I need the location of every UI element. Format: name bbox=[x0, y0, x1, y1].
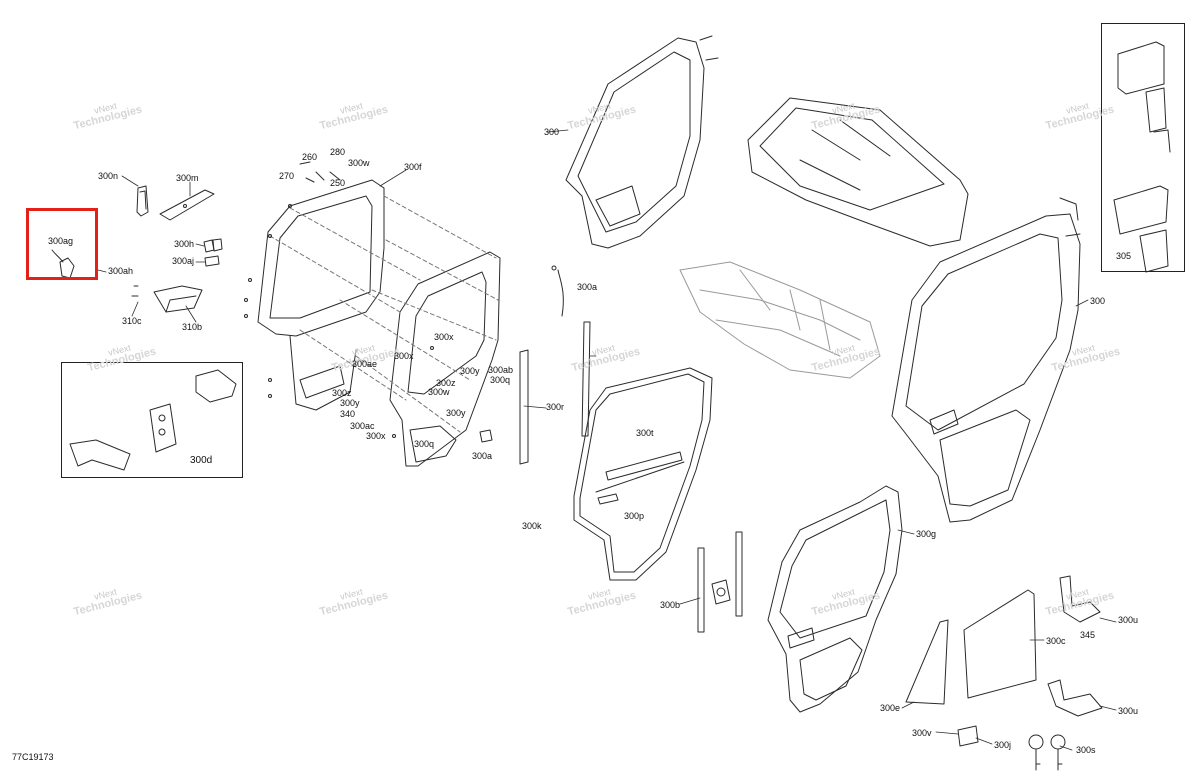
hinge-300u-upper-part bbox=[1059, 575, 1101, 623]
callout-300-right[interactable]: 300 bbox=[1090, 296, 1106, 306]
callout-300ac[interactable]: 300ac bbox=[350, 421, 375, 431]
callout-300z-2[interactable]: 300z bbox=[332, 388, 352, 398]
glass-channel-300t-part bbox=[595, 451, 685, 505]
clips-300h-part bbox=[203, 238, 223, 267]
door-frame-300f-part bbox=[257, 179, 501, 467]
callout-300p[interactable]: 300p bbox=[624, 511, 645, 521]
callout-260[interactable]: 260 bbox=[302, 152, 318, 162]
callout-300c[interactable]: 300c bbox=[1046, 636, 1066, 646]
hinge-300u-lower-part bbox=[1047, 679, 1103, 717]
callout-300w-2[interactable]: 300w bbox=[428, 387, 450, 397]
glass-300c-part bbox=[963, 589, 1037, 699]
callout-305[interactable]: 305 bbox=[1116, 251, 1132, 261]
door-frame-300g-part bbox=[767, 485, 903, 713]
callout-300y-3[interactable]: 300y bbox=[446, 408, 466, 418]
door-300-right-part bbox=[891, 197, 1081, 523]
callout-300u-2[interactable]: 300u bbox=[1118, 706, 1139, 716]
highlight-box-300ag[interactable] bbox=[26, 208, 98, 280]
callout-300t[interactable]: 300t bbox=[636, 428, 654, 438]
glass-300e-part bbox=[905, 619, 949, 705]
housing-310b-part bbox=[131, 285, 203, 313]
door-upper-300-part bbox=[565, 35, 719, 249]
window-seal-300k-part bbox=[573, 367, 713, 581]
handle-300j-part bbox=[957, 725, 979, 747]
callout-300a-top[interactable]: 300a bbox=[577, 282, 598, 292]
inset-box-300d bbox=[61, 362, 243, 478]
small-fasteners bbox=[244, 161, 434, 438]
wire-300a-part bbox=[551, 265, 564, 317]
callout-300a-2[interactable]: 300a bbox=[472, 451, 493, 461]
callout-300b[interactable]: 300b bbox=[660, 600, 681, 610]
bracket-300n-part bbox=[136, 185, 149, 217]
callout-300x-1[interactable]: 300x bbox=[434, 332, 454, 342]
callout-300d[interactable]: 300d bbox=[190, 455, 213, 466]
callout-300f[interactable]: 300f bbox=[404, 162, 422, 172]
callout-300u-1[interactable]: 300u bbox=[1118, 615, 1139, 625]
callout-300x-3[interactable]: 300x bbox=[366, 431, 386, 441]
clip-300ag-part bbox=[51, 249, 75, 279]
callout-270[interactable]: 270 bbox=[279, 171, 295, 181]
hinge-305-part bbox=[1113, 41, 1171, 273]
callout-300h[interactable]: 300h bbox=[174, 239, 195, 249]
chassis-frame-part bbox=[679, 261, 881, 379]
callout-300ab[interactable]: 300ab bbox=[488, 365, 514, 375]
callout-310b[interactable]: 310b bbox=[182, 322, 203, 332]
figure-id: 77C19173 bbox=[12, 752, 54, 762]
callout-300m[interactable]: 300m bbox=[176, 173, 199, 183]
callout-300-top[interactable]: 300 bbox=[544, 127, 560, 137]
callout-300y-2[interactable]: 300y bbox=[340, 398, 360, 408]
callout-300y-1[interactable]: 300y bbox=[460, 366, 480, 376]
callout-300k[interactable]: 300k bbox=[522, 521, 542, 531]
callout-300x-2[interactable]: 300x bbox=[394, 351, 414, 361]
callout-300s[interactable]: 300s bbox=[1076, 745, 1096, 755]
plate-300m-part bbox=[159, 189, 215, 221]
roof-panel-part bbox=[747, 97, 969, 247]
callout-300g[interactable]: 300g bbox=[916, 529, 937, 539]
callout-300w-top[interactable]: 300w bbox=[348, 158, 370, 168]
regulator-300b-part bbox=[697, 531, 743, 633]
callout-300q-2[interactable]: 300q bbox=[414, 439, 435, 449]
callout-300r[interactable]: 300r bbox=[546, 402, 565, 412]
callout-300n[interactable]: 300n bbox=[98, 171, 119, 181]
callout-280[interactable]: 280 bbox=[330, 147, 346, 157]
latch-300a-part bbox=[479, 429, 493, 443]
callout-300ag[interactable]: 300ag bbox=[48, 236, 74, 246]
callout-340[interactable]: 340 bbox=[340, 409, 356, 419]
callout-300z-1[interactable]: 300z bbox=[436, 378, 456, 388]
callout-300j[interactable]: 300j bbox=[994, 740, 1012, 750]
callout-300v[interactable]: 300v bbox=[912, 728, 932, 738]
callout-300ae[interactable]: 300ae bbox=[352, 359, 378, 369]
callout-310c[interactable]: 310c bbox=[122, 316, 142, 326]
callout-300q-1[interactable]: 300q bbox=[490, 375, 511, 385]
callout-250[interactable]: 250 bbox=[330, 178, 346, 188]
seal-300r-part bbox=[519, 321, 591, 465]
inset-box-305 bbox=[1101, 23, 1185, 272]
callout-345[interactable]: 345 bbox=[1080, 630, 1096, 640]
callout-300ah[interactable]: 300ah bbox=[108, 266, 134, 276]
leader-lines bbox=[97, 129, 1117, 751]
callout-300e[interactable]: 300e bbox=[880, 703, 901, 713]
keys-300s-part bbox=[1028, 734, 1066, 771]
callout-300aj[interactable]: 300aj bbox=[172, 256, 195, 266]
handle-assembly-300d-part bbox=[69, 369, 237, 471]
exploded-guide-lines bbox=[269, 195, 499, 433]
